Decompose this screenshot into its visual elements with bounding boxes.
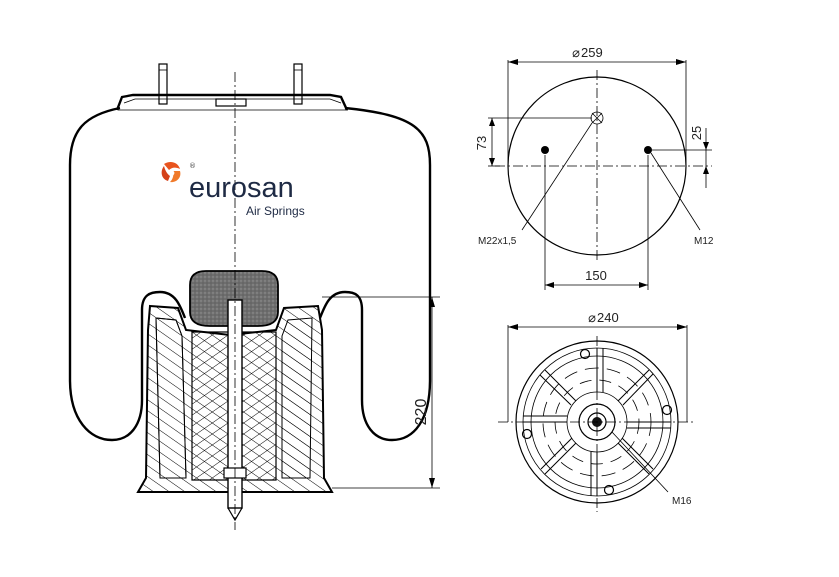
brand-name: eurosan [189,172,294,204]
bolt-offset-label: 25 [689,126,704,140]
top-stud-left [541,146,549,154]
inlet-offset-label: 73 [474,136,489,150]
bottom-ribs [523,348,671,496]
bolt-spacing-dimension: 150 [544,155,649,290]
top-stud-right [644,146,652,154]
top-studs [158,63,303,105]
bottom-bolt-thread-label: M16 [672,496,692,507]
height-label: 220 [413,399,430,426]
top-bolt-thread-label: M12 [694,236,714,247]
bottom-diameter-label: 240 [597,310,619,325]
bottom-hole-1 [579,348,591,360]
bottom-hole-4 [521,428,533,440]
brand-logo: ® eurosan Air Springs [161,161,305,218]
bottom-hole-3 [603,484,615,496]
bottom-hole-2 [661,404,673,416]
diameter-symbol-top: ⌀ [572,45,580,60]
top-bead-plate [115,93,349,111]
bump-stop [189,270,279,327]
height-dimension: 220 [322,296,440,489]
diameter-symbol-bottom: ⌀ [588,310,596,325]
air-inlet-thread-label: M22x1,5 [478,236,517,247]
bolt-spacing-label: 150 [585,268,607,283]
registered-mark: ® [189,162,196,170]
top-diameter-label: 259 [581,45,603,60]
brand-subtitle: Air Springs [246,204,305,218]
brand-emblem-icon [161,161,181,183]
side-section-view: 220 ® eurosan Air Springs [68,63,440,530]
top-diameter-dimension: ⌀ 259 [507,45,687,166]
inlet-offset-dimension: 73 [474,117,592,167]
bellow-outline [68,106,432,442]
bottom-plan-view: ⌀ 240 M16 [498,310,696,512]
bolt-offset-dimension: 25 [652,126,712,188]
top-plan-view: ⌀ 259 73 25 150 [474,45,714,290]
